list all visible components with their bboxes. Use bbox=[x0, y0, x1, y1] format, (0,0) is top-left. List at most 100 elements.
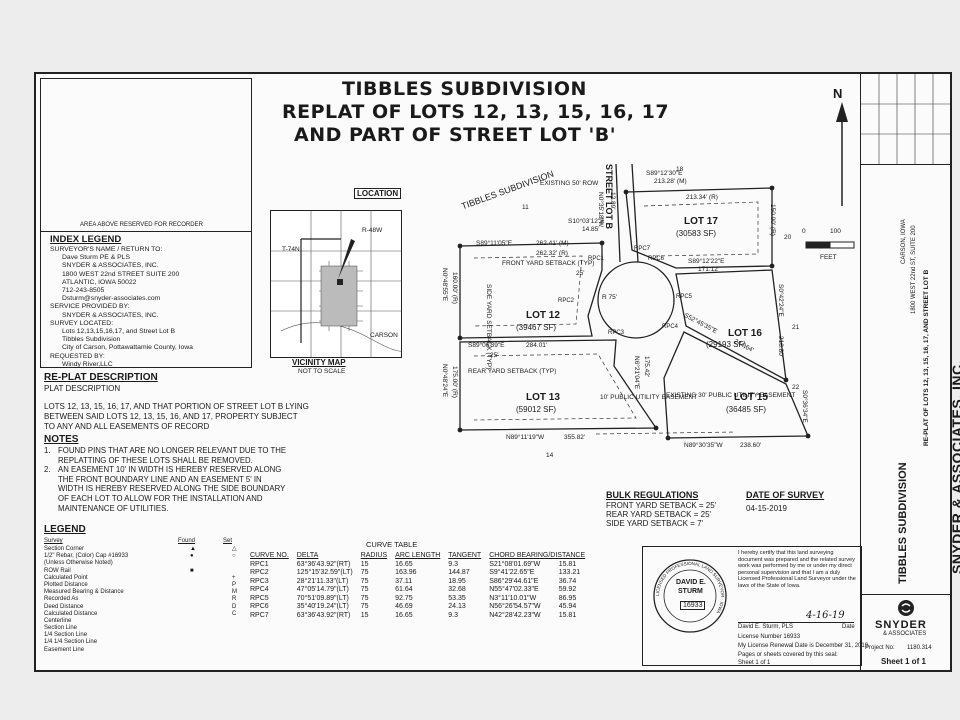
curve-table-cell: 53.35 bbox=[448, 594, 466, 602]
existing-row-label: EXISTING 50' ROW bbox=[540, 180, 599, 187]
bearing-s10: S10°03'12"E bbox=[568, 218, 605, 225]
legend-found-symbol: ● bbox=[190, 553, 194, 560]
curve-table-cell: 46.69 bbox=[395, 603, 413, 610]
bearing-center: N6°21'04"E bbox=[633, 356, 640, 390]
legend-row: Section Corner▲△ bbox=[44, 546, 244, 553]
replat-line: LOTS 12, 13, 15, 16, 17, AND THAT PORTIO… bbox=[44, 402, 309, 411]
vicinity-scale: NOT TO SCALE bbox=[298, 368, 346, 375]
lot12-area: (39467 SF) bbox=[516, 323, 557, 332]
bulk-line: FRONT YARD SETBACK = 25' bbox=[606, 501, 717, 510]
note-line: MAINTENANCE OF UTILITIES. bbox=[58, 503, 169, 513]
legend-rows: Section Corner▲△1/2" Rebar, (Color) Cap … bbox=[44, 546, 244, 654]
curve-table-cell: 16.65 bbox=[395, 560, 413, 568]
legend-heading: LEGEND bbox=[44, 524, 86, 535]
curve-table-cell: S9°41'22.65"E bbox=[489, 569, 535, 576]
project-number: 1180.314 bbox=[907, 645, 932, 651]
index-legend-line: SURVEY LOCATED: bbox=[50, 319, 114, 327]
curve-table-cell: 47°05'14.79"(LT) bbox=[296, 586, 349, 593]
curve-table-cell: N55°47'02.33"E bbox=[489, 586, 539, 593]
curve-table-cell: 18.95 bbox=[448, 577, 466, 585]
title-strip: TIBBLES SUBDIVISION RE-PLAT OF LOTS 12, … bbox=[860, 74, 960, 670]
lot16-label: LOT 16 bbox=[728, 328, 762, 339]
index-legend-line: City of Carson, Pottawattamie County, Io… bbox=[62, 344, 193, 352]
recorder-note: AREA ABOVE RESERVED FOR RECORDER bbox=[80, 222, 203, 228]
dist-lot12-top: 262.41' (M) bbox=[536, 240, 569, 247]
legend-row: Centerline bbox=[44, 618, 244, 625]
curve-table-cell: 35°40'19.24"(LT) bbox=[296, 603, 349, 610]
index-legend-line: Lots 12,13,15,16,17, and Street Lot B bbox=[62, 328, 175, 336]
lot12-label: LOT 12 bbox=[526, 310, 560, 321]
title-line1: TIBBLES SUBDIVISION bbox=[342, 78, 587, 100]
dist-lot12-top-r: 262.32' (R) bbox=[536, 250, 568, 257]
legend-col-survey: Survey bbox=[44, 538, 63, 544]
scale-bar bbox=[805, 241, 855, 249]
vicinity-location-label: LOCATION bbox=[354, 188, 402, 199]
lot17-setback bbox=[643, 201, 759, 257]
vicinity-caption: VICINITY MAP bbox=[292, 358, 346, 367]
note-line: FOUND PINS THAT ARE NO LONGER RELEVANT D… bbox=[58, 446, 287, 455]
dist-bottom: 355.82' bbox=[564, 434, 586, 441]
legend-label: 1/2" Rebar, (Color) Cap #16933 bbox=[44, 553, 129, 560]
logo-sub: & ASSOCIATES bbox=[883, 631, 927, 637]
index-legend-heading: INDEX LEGEND bbox=[50, 234, 122, 245]
north-arrow bbox=[836, 102, 848, 206]
bearing-lot12-south: S89°06'39"E bbox=[468, 342, 505, 349]
dist-s10: 14.85' bbox=[582, 226, 600, 233]
curve-table-header: CURVE NO. bbox=[250, 552, 289, 559]
curve-table-cell: 59.92 bbox=[558, 586, 577, 593]
lot15-label: LOT 15 bbox=[734, 392, 768, 403]
dist-mid: 171.12' bbox=[698, 266, 720, 273]
legend-label: Easement Line bbox=[44, 646, 85, 653]
legend-col-found: Found bbox=[178, 538, 196, 544]
legend-row: Calculated Point+ bbox=[44, 575, 244, 582]
cert-text: I hereby certify that this land surveyin… bbox=[738, 550, 856, 590]
replat-lines: LOTS 12, 13, 15, 16, 17, AND THAT PORTIO… bbox=[44, 402, 309, 432]
lot13-area: (59012 SF) bbox=[516, 405, 557, 414]
lot15-boundary bbox=[663, 331, 809, 439]
dist-bottom2: 238.60' bbox=[740, 442, 762, 449]
legend-label: 1/4 Section Line bbox=[44, 632, 88, 639]
legend-found-symbol: ▲ bbox=[190, 546, 196, 552]
curve-table-cell: 63°36'43.92"(RT) bbox=[296, 560, 351, 568]
bearing-east: S0°42'24"E bbox=[777, 284, 784, 317]
curve-table-cell: 61.64 bbox=[395, 586, 413, 593]
dist-top17-r: 213.34' (R) bbox=[686, 194, 718, 201]
note-number: 1. bbox=[44, 446, 51, 455]
legend-label: Calculated Distance bbox=[44, 610, 98, 617]
index-legend-line: Tibbles Subdivision bbox=[62, 336, 121, 344]
bearing-lot12-west: N0°48'55"E bbox=[441, 268, 448, 302]
lot13-setback bbox=[473, 353, 637, 421]
legend-label: Calculated Point bbox=[44, 574, 88, 581]
lot13-boundary bbox=[459, 339, 658, 431]
strip-title: TIBBLES SUBDIVISION bbox=[897, 462, 909, 584]
adj-lot-21: 21 bbox=[792, 324, 800, 331]
project-label: Project No: bbox=[865, 645, 895, 651]
location-marker bbox=[337, 279, 343, 285]
note-item: 2.AN EASEMENT 10' IN WIDTH IS HEREBY RES… bbox=[44, 465, 286, 513]
survey-date-value: 04-15-2019 bbox=[746, 504, 787, 513]
curve-table-header: DELTA bbox=[296, 552, 319, 559]
curve-table-cell: 92.75 bbox=[395, 594, 413, 602]
legend-set-symbol: C bbox=[232, 610, 237, 617]
cert-box bbox=[642, 546, 862, 666]
legend-label: Section Corner bbox=[44, 546, 85, 552]
vicinity-r48w: R-48W bbox=[362, 227, 383, 234]
legend-found-symbol: ■ bbox=[190, 567, 194, 574]
front-setback-label: FRONT YARD SETBACK (TYP) bbox=[502, 260, 595, 267]
bearing-lot12-top: S89°11'05"E bbox=[476, 240, 513, 247]
curve-table-cell: 70°51'09.89"(LT) bbox=[296, 594, 349, 602]
index-legend-lines: SURVEYOR'S NAME / RETURN TO:Dave Sturm P… bbox=[50, 246, 193, 369]
note-item: 1. FOUND PINS THAT ARE NO LONGER RELEVANT… bbox=[44, 446, 286, 465]
index-legend-line: REQUESTED BY: bbox=[50, 352, 105, 360]
vicinity-t74n: T-74N bbox=[282, 246, 300, 253]
bearing-mid: S89°12'22"E bbox=[688, 258, 725, 265]
bulk-line: SIDE YARD SETBACK = 7' bbox=[606, 519, 704, 528]
legend-label: Plotted Distance bbox=[44, 581, 88, 588]
bulk-line: REAR YARD SETBACK = 25' bbox=[606, 510, 712, 519]
note-line: WIDTH IS HEREBY RESERVED ALONG THE SIDE … bbox=[58, 484, 286, 494]
vicinity-map bbox=[270, 210, 407, 358]
strip-city: CARSON, IOWA bbox=[901, 219, 907, 264]
bearing-bottom: N89°11'19"W bbox=[506, 434, 545, 441]
